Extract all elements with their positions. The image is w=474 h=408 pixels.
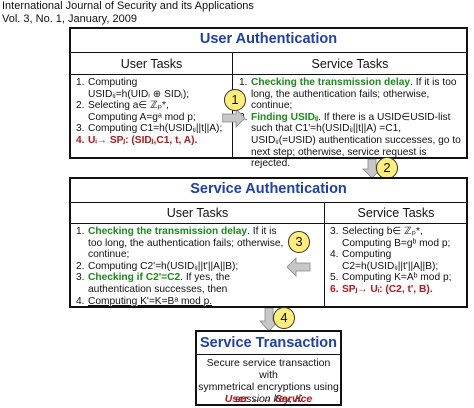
step-1-badge: 1 [224, 89, 246, 111]
title-divider [71, 52, 466, 53]
head-divider [71, 74, 466, 75]
list-item: 6.SPⱼ→ Uᵢ: (C2, t', B). [330, 283, 433, 295]
service-authentication-title: Service Authentication [190, 181, 347, 197]
title-divider [197, 354, 340, 355]
user-authentication-title: User Authentication [199, 31, 338, 47]
list-item: 4.Uᵢ→ SPⱼ: (SIDⱼ,C1, t, A). [76, 134, 198, 146]
arrow-down-icon [259, 308, 279, 332]
list-item: 1.Checking the transmission delay. If it… [76, 226, 284, 261]
list-item: 2.Computing C2'=h(USIDᵢⱼ||t'||A||B); [76, 260, 239, 272]
list-item: 3.Selecting b∈ ℤₚ*,Computing B=gᵇ mod p; [330, 226, 451, 249]
user-authentication-box: User Authentication User Tasks Service T… [69, 27, 468, 169]
list-item: 4.Computing K'=K=Bᵃ mod p. [76, 295, 213, 307]
column-divider [324, 202, 325, 306]
step-2-badge: 2 [376, 157, 398, 179]
service-authentication-box: Service Authentication User Tasks Servic… [69, 177, 468, 308]
step-4-badge: 4 [273, 307, 295, 329]
step-3-badge: 3 [288, 231, 310, 253]
service-tasks-header: Service Tasks [311, 57, 389, 71]
arrow-left-icon [287, 257, 311, 277]
transaction-description: Secure service transaction with symmetri… [198, 357, 339, 405]
journal-volume: Vol. 3, No. 1, January, 2009 [2, 13, 137, 25]
arrow-right-icon [222, 108, 246, 128]
service-transaction-title: Service Transaction [199, 335, 337, 351]
journal-title: International Journal of Security and it… [2, 0, 254, 12]
user-tasks-list: 1.Checking the transmission delay. If it… [76, 226, 284, 307]
service-transaction-box: Service Transaction Secure service trans… [195, 330, 342, 406]
user-tasks-header: User Tasks [166, 206, 229, 220]
service-tasks-list: 1.Checking the transmission delay. If it… [239, 77, 463, 170]
list-item: 3.Checking if C2'=C2. If yes, the authen… [76, 272, 230, 295]
user-tasks-header: User Tasks [120, 57, 183, 71]
title-divider [71, 202, 466, 203]
transaction-parties: User ←→ Service [224, 393, 313, 405]
head-divider [71, 223, 466, 224]
list-item: 3.Computing C1=h(USIDᵢⱼ||t||A); [76, 123, 223, 135]
service-tasks-header: Service Tasks [357, 206, 435, 220]
list-item: 5.Computing K=Aᵇ mod p; [330, 272, 452, 284]
list-item: 2.Finding USIDᵢⱼ. If there is a USID∈USI… [239, 111, 461, 170]
list-item: 1.Checking the transmission delay. If it… [239, 77, 457, 112]
list-item: 2.Selecting a∈ ℤₚ*,Computing A=gᵃ mod p; [76, 100, 196, 123]
service-tasks-list: 3.Selecting b∈ ℤₚ*,Computing B=gᵇ mod p;… [330, 226, 466, 296]
